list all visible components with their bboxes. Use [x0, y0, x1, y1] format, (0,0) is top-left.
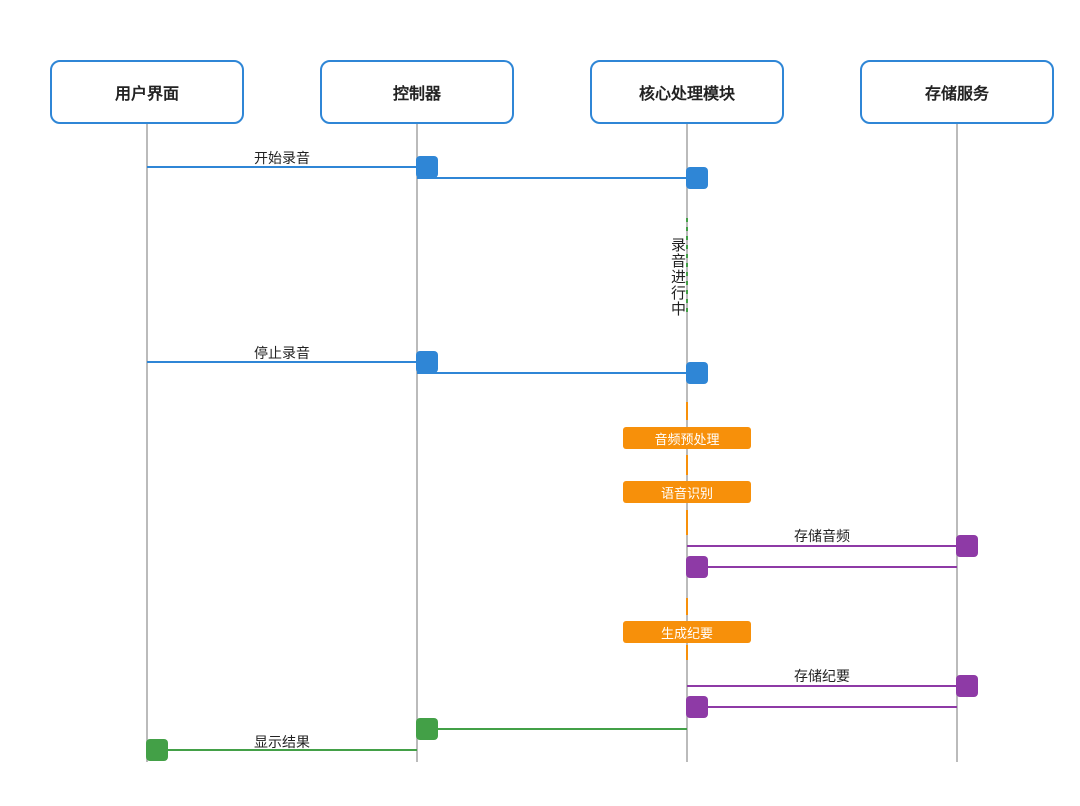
activation-marker — [686, 696, 708, 718]
actor-core-processing: 核心处理模块 — [590, 60, 784, 124]
actor-label: 核心处理模块 — [638, 84, 735, 103]
actor-label: 控制器 — [392, 84, 441, 103]
process-box: 音频预处理 — [623, 427, 751, 449]
actor-label: 用户界面 — [114, 84, 179, 103]
activation-marker — [956, 535, 978, 557]
process-box: 语音识别 — [623, 481, 751, 503]
message-label: 显示结果 — [254, 735, 310, 751]
message-label: 存储纪要 — [794, 669, 850, 685]
activation-marker — [416, 156, 438, 178]
activation-marker — [956, 675, 978, 697]
actor-label: 存储服务 — [924, 84, 989, 103]
message-label: 存储音频 — [794, 529, 850, 545]
actor-user-interface: 用户界面 — [50, 60, 244, 124]
activation-marker — [686, 362, 708, 384]
activation-marker — [146, 739, 168, 761]
activation-marker — [416, 718, 438, 740]
activation-marker — [416, 351, 438, 373]
process-box: 生成纪要 — [623, 621, 751, 643]
activation-marker — [686, 556, 708, 578]
activation-marker — [686, 167, 708, 189]
message-label: 停止录音 — [254, 346, 310, 362]
recording-note: 录音进行中 — [669, 237, 687, 317]
actor-controller: 控制器 — [320, 60, 514, 124]
actor-storage-service: 存储服务 — [860, 60, 1054, 124]
message-label: 开始录音 — [254, 151, 310, 167]
